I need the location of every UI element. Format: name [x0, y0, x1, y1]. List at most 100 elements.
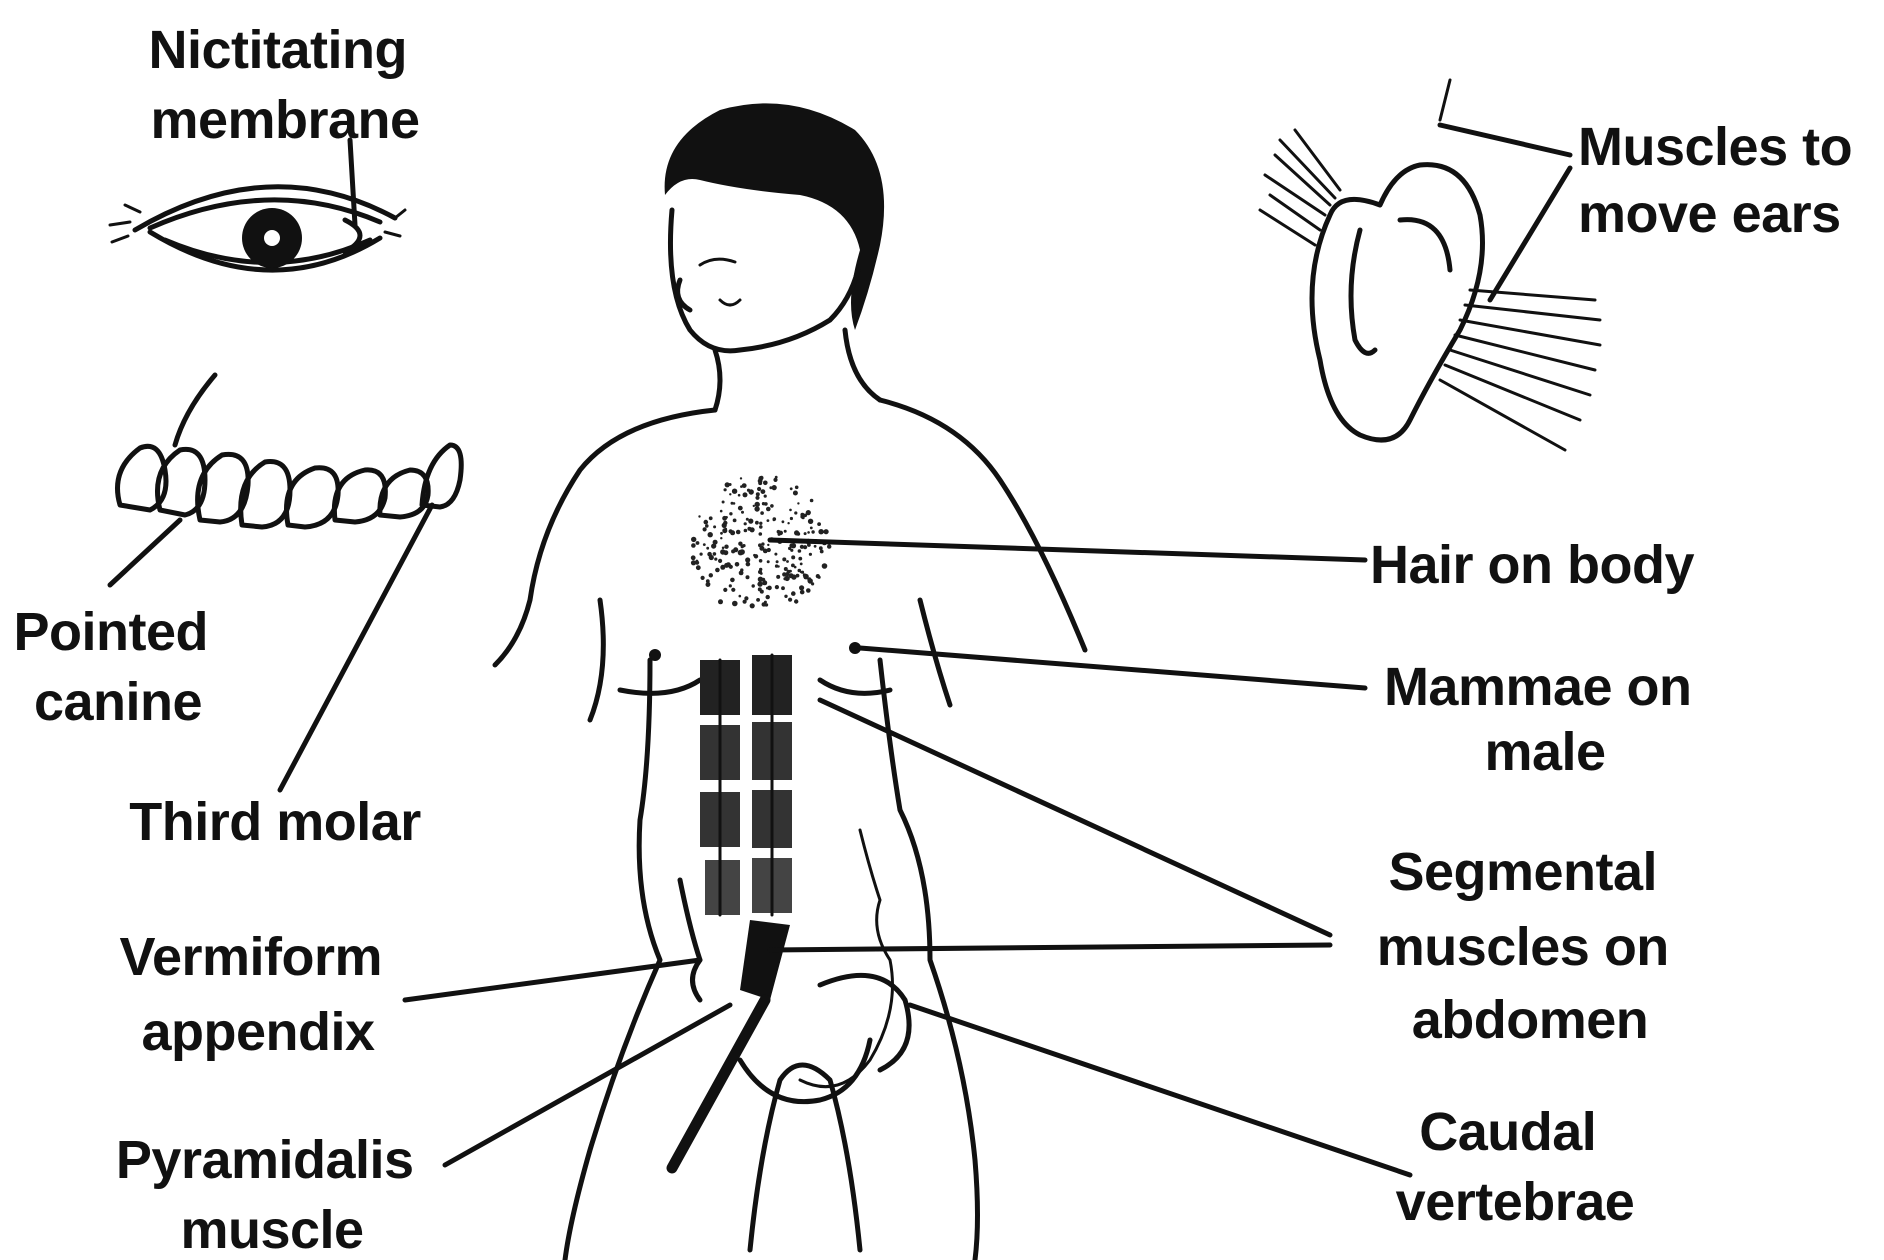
hair-dot — [740, 477, 742, 479]
hair-dot — [738, 542, 742, 546]
hair-dot — [758, 587, 762, 591]
hair-dot — [774, 553, 777, 556]
hair-dot — [730, 578, 735, 583]
hair-dot — [762, 502, 765, 505]
hair-dot — [720, 549, 725, 554]
hair-dot — [766, 507, 771, 512]
hair-dot — [794, 511, 797, 514]
hair-dot — [799, 585, 804, 590]
appendix-leader — [405, 960, 700, 1000]
teeth-illustration — [118, 375, 462, 527]
hair-dot — [744, 529, 748, 533]
molar-leader — [280, 505, 432, 790]
hair-dot — [800, 513, 804, 517]
hair-dot — [701, 576, 705, 580]
hair-dot — [756, 599, 759, 602]
hair-dot — [696, 565, 701, 570]
hair-dot — [795, 486, 799, 490]
hair-dot — [800, 571, 802, 573]
hair-dot — [809, 553, 812, 556]
hair-dot — [720, 532, 723, 535]
hair-dot — [786, 560, 789, 563]
hair-dot — [797, 502, 799, 504]
hair-dot — [776, 560, 779, 563]
hair-dot — [756, 492, 760, 496]
hair-dot — [800, 590, 805, 595]
label-nictitating-membrane: Nictitating membrane — [148, 20, 421, 150]
hair-dot — [729, 493, 731, 495]
hair-dot — [819, 546, 823, 550]
label-muscles-to-move-ears: Muscles to move ears — [1578, 117, 1867, 244]
hair-dot — [750, 527, 755, 532]
hair-dot — [760, 511, 764, 515]
hair-dot — [759, 525, 763, 529]
hair-dot — [718, 599, 723, 604]
hair-dot — [794, 599, 798, 603]
hair-dot — [738, 494, 741, 497]
hair-dot — [733, 519, 737, 523]
hair-dot — [730, 530, 735, 535]
hair-dot — [715, 568, 720, 573]
hair-dot — [803, 545, 807, 549]
hair-dot — [729, 565, 733, 569]
hair-dot — [798, 557, 802, 561]
label-mammae-on-male: Mammae on male — [1384, 657, 1706, 782]
hair-dot — [724, 528, 727, 531]
hair-dot — [758, 570, 762, 574]
hair-dot — [739, 549, 745, 555]
hair-dot — [731, 588, 735, 592]
hair-dot — [758, 476, 763, 481]
hair-dot — [806, 588, 811, 593]
hair-dot — [740, 568, 743, 571]
hair-dot — [762, 578, 766, 582]
hair-dot — [781, 586, 785, 590]
hair-dot — [744, 596, 748, 600]
hair-dot — [791, 591, 796, 596]
hair-dot — [807, 531, 810, 534]
label-vermiform-appendix: Vermiform appendix — [119, 927, 396, 1062]
hair-dot — [773, 478, 777, 482]
hair-dot — [773, 517, 777, 521]
hair-dot — [757, 487, 761, 491]
hair-dot — [810, 527, 813, 530]
label-hair-on-body: Hair on body — [1370, 535, 1694, 595]
hair-dot — [775, 585, 779, 589]
hair-dot — [729, 512, 732, 515]
caudal-leader — [910, 1005, 1410, 1175]
hair-dot — [767, 544, 769, 546]
hair-dot — [755, 521, 759, 525]
hair-dot — [713, 525, 716, 528]
hair-dot — [732, 601, 738, 607]
hair-dot — [800, 563, 803, 566]
hair-dot — [709, 516, 713, 520]
eye-illustration — [110, 187, 405, 270]
hair-dot — [750, 603, 755, 608]
hair-dot — [783, 577, 786, 580]
hair-dot — [787, 570, 791, 574]
hair-dot — [691, 555, 696, 560]
hair-dot — [735, 562, 740, 567]
label-third-molar: Third molar — [129, 792, 421, 852]
hair-dot — [782, 520, 785, 523]
hair-dot — [763, 581, 767, 585]
hair-dot — [739, 595, 742, 598]
hair-dot — [822, 563, 828, 569]
hair-dot — [696, 560, 699, 563]
hair-dot — [759, 532, 763, 536]
hair-dot — [722, 547, 725, 550]
hair-dot — [818, 576, 821, 579]
hair-dot — [718, 559, 722, 563]
hair-dot — [808, 519, 813, 524]
hair-dot — [766, 595, 770, 599]
hair-dot — [753, 554, 756, 557]
ear-illustration — [1260, 80, 1600, 450]
hair-dot — [722, 501, 725, 504]
hair-dot — [789, 509, 792, 512]
hair-dot — [709, 573, 713, 577]
hair-dot — [790, 517, 793, 520]
hair-dot — [746, 562, 751, 567]
hair-dot — [806, 510, 811, 515]
canine-leader — [110, 520, 180, 585]
hair-dot — [753, 505, 755, 507]
hair-dot — [790, 549, 793, 552]
